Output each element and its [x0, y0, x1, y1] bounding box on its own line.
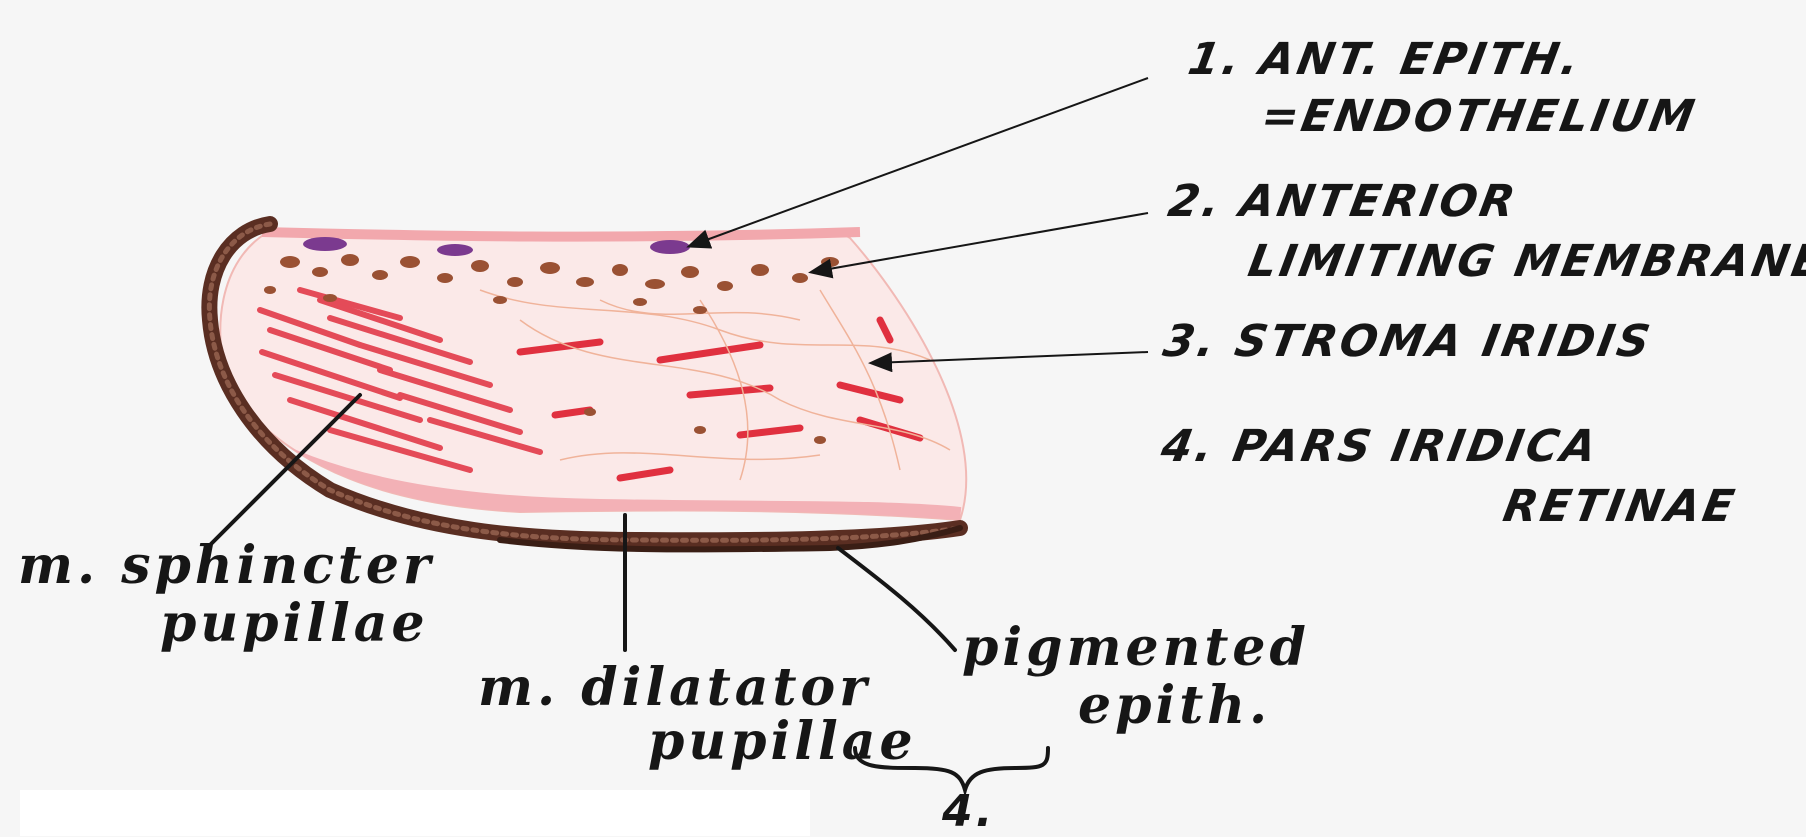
label-3: 3. STROMA IRIDIS [1160, 320, 1656, 364]
label-2-line1: 2. ANTERIOR [1165, 180, 1521, 224]
blank-white-region [20, 790, 810, 836]
label-dilatator-line2: pupillae [648, 716, 917, 768]
arrow-1 [690, 78, 1148, 246]
label-pigmented-line2: epith. [1078, 680, 1271, 732]
label-dilatator-line1: m. dilatator [478, 662, 871, 714]
label-pigmented-line1: pigmented [962, 622, 1310, 674]
label-sphincter-line1: m. sphincter [18, 540, 434, 592]
label-2-line2: LIMITING MEMBRANE [1245, 240, 1806, 284]
brace-number-label: 4. [942, 790, 995, 834]
label-1-line2: =ENDOTHELIUM [1258, 95, 1700, 139]
label-4-line1: 4. PARS IRIDICA [1158, 425, 1602, 469]
label-1-line1: 1. ANT. EPITH. [1185, 38, 1585, 82]
arrow-2 [812, 213, 1148, 272]
pigmented-leader [838, 548, 955, 650]
label-sphincter-line2: pupillae [160, 598, 429, 650]
label-4-line2: RETINAE [1500, 485, 1740, 529]
anterior-limiting-membrane-layer [262, 232, 860, 237]
